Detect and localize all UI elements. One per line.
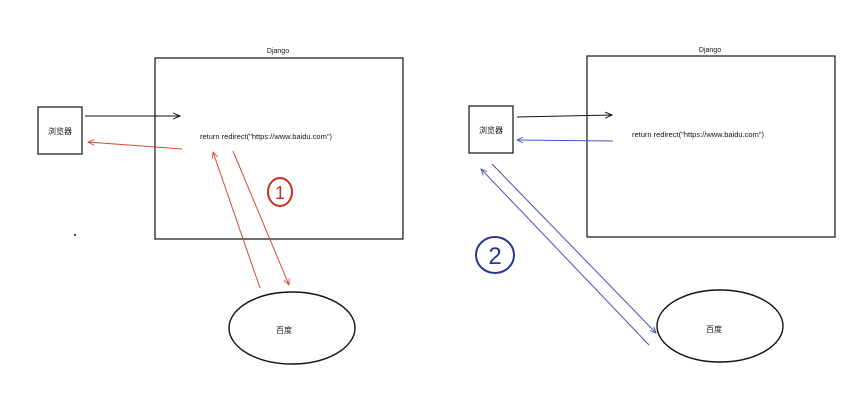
step-number: 1 <box>275 183 285 203</box>
right-diagram: Django return redirect("https://www.baid… <box>468 47 836 363</box>
browser-label: 浏览器 <box>479 125 503 135</box>
baidu-label: 百度 <box>706 324 722 334</box>
django-label: Django <box>267 48 289 55</box>
to-baidu-arrow <box>232 150 289 285</box>
from-baidu-arrow <box>213 152 261 289</box>
left-diagram: Django return redirect("https://www.baid… <box>37 48 404 365</box>
redirect-code-text: return redirect("https://www.baidu.com") <box>632 130 765 139</box>
browser-box <box>37 106 83 155</box>
browser-box <box>468 105 514 154</box>
response-arrow <box>88 142 183 150</box>
baidu-label: 百度 <box>276 325 292 335</box>
step-marker-circle <box>475 236 515 274</box>
step-marker-circle <box>267 177 293 207</box>
stray-dot <box>74 234 76 236</box>
baidu-node <box>228 291 356 365</box>
django-label: Django <box>699 47 721 54</box>
django-server-box <box>586 55 836 238</box>
step-number: 2 <box>488 243 501 270</box>
browser-label: 浏览器 <box>48 126 72 136</box>
django-server-box <box>154 57 404 240</box>
response-arrow <box>517 140 614 141</box>
from-baidu-arrow <box>481 169 650 346</box>
redirect-code-text: return redirect("https://www.baidu.com") <box>200 132 333 141</box>
baidu-node <box>656 289 784 363</box>
to-baidu-arrow <box>491 163 656 333</box>
request-arrow <box>516 115 612 117</box>
